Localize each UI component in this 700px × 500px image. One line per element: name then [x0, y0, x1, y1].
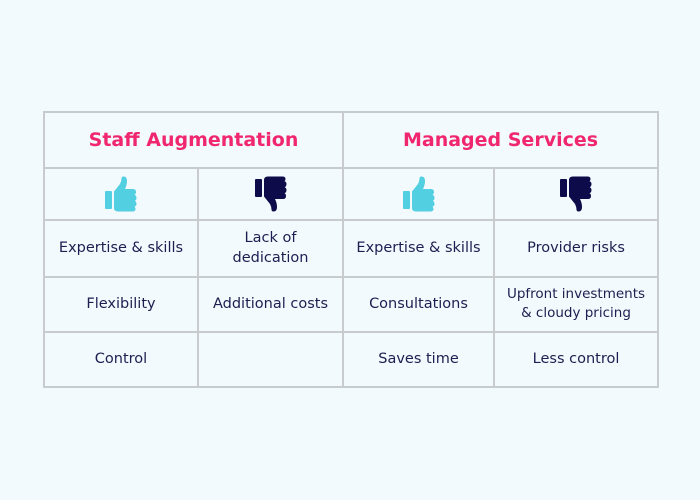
- staff-con-cell: Additional costs: [197, 275, 344, 333]
- thumbs-up-icon: [402, 176, 436, 212]
- staff-pro-cell: Flexibility: [43, 275, 199, 333]
- staff-pros-icon-cell: [43, 167, 199, 222]
- managed-pros-icon-cell: [342, 167, 495, 222]
- managed-con-cell: Upfront investments & cloudy pricing: [492, 275, 660, 333]
- staff-con-cell: Lack of dedication: [197, 219, 344, 278]
- table-row: Control Saves time Less control: [43, 330, 660, 389]
- managed-services-heading: Managed Services: [341, 110, 660, 170]
- comparison-table: Staff Augmentation Managed Services: [43, 110, 660, 389]
- staff-pro-cell: Control: [43, 330, 199, 389]
- staff-con-cell: [197, 330, 344, 389]
- thumbs-down-icon: [559, 176, 593, 212]
- icon-row: [43, 167, 660, 222]
- managed-cons-icon-cell: [492, 167, 660, 222]
- managed-con-cell: Less control: [492, 330, 660, 389]
- thumbs-down-icon: [254, 176, 288, 212]
- managed-con-cell: Provider risks: [492, 219, 660, 278]
- staff-augmentation-heading: Staff Augmentation: [43, 110, 344, 170]
- table-row: Expertise & skills Lack of dedication Ex…: [43, 219, 660, 278]
- staff-cons-icon-cell: [197, 167, 344, 222]
- managed-pro-cell: Expertise & skills: [342, 219, 495, 278]
- staff-pro-cell: Expertise & skills: [43, 219, 199, 278]
- managed-pro-cell: Saves time: [342, 330, 495, 389]
- managed-pro-cell: Consultations: [342, 275, 495, 333]
- managed-con-text: Upfront investments & cloudy pricing: [506, 286, 646, 322]
- staff-con-text: Lack of dedication: [232, 230, 309, 267]
- table-row: Flexibility Additional costs Consultatio…: [43, 275, 660, 333]
- header-row: Staff Augmentation Managed Services: [43, 110, 660, 170]
- thumbs-up-icon: [104, 176, 138, 212]
